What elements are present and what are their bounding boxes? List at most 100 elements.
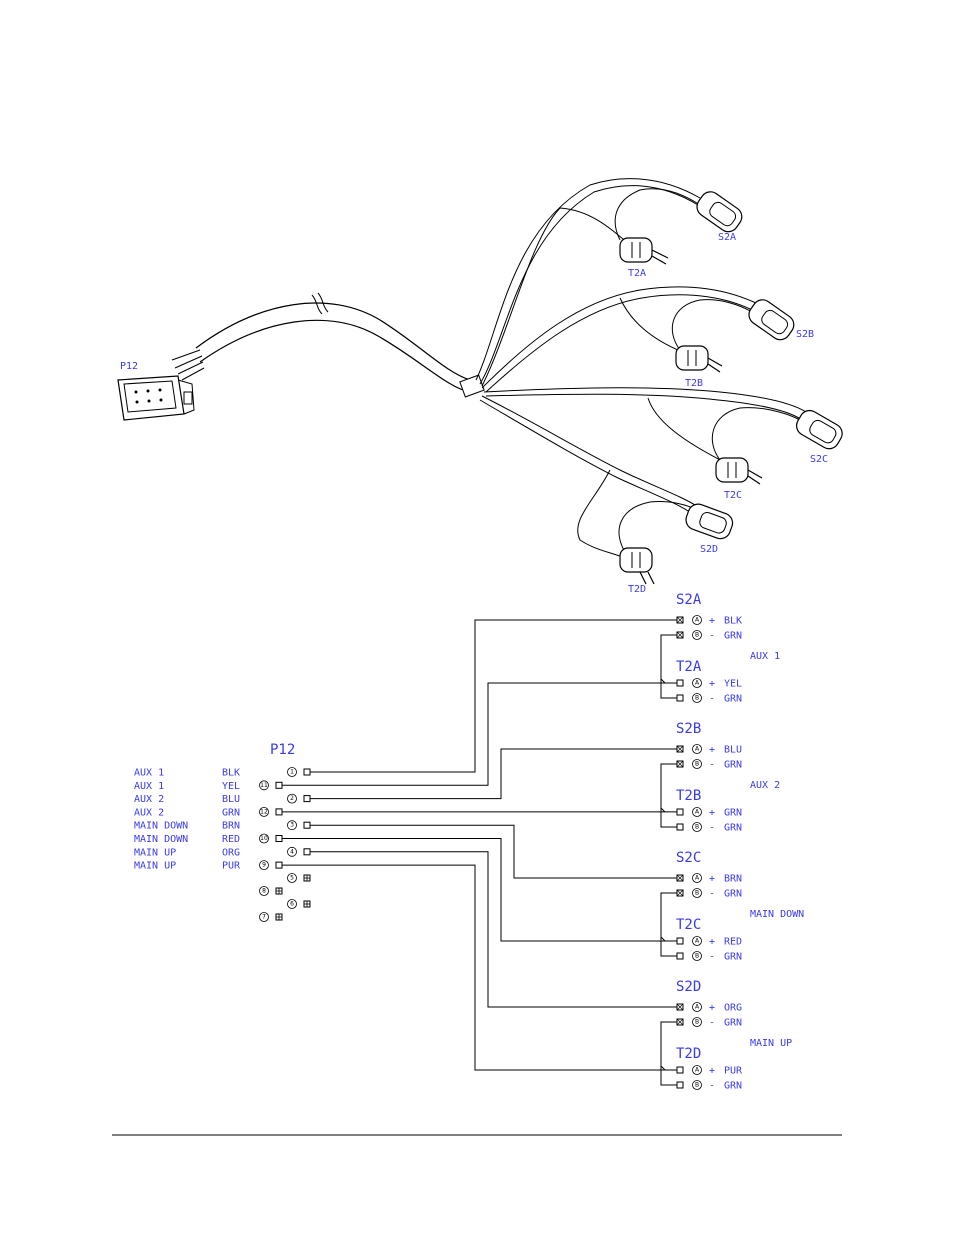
group-function-label: MAIN DOWN (750, 909, 804, 920)
p12-terminal-square (275, 808, 283, 816)
pin-letter: B (695, 695, 699, 702)
p12-pin-circle (259, 833, 269, 844)
polarity-sign: + (709, 937, 715, 948)
polarity-sign: + (709, 745, 715, 756)
t2c-connector (715, 457, 763, 485)
group-function-label: AUX 1 (750, 651, 780, 662)
signal-wire (310, 824, 677, 879)
p12-pin-circle (259, 807, 269, 817)
p12-wire-bundle (171, 349, 205, 381)
p12-pin-number: 2 (290, 795, 294, 802)
terminal-square (676, 823, 684, 831)
terminal-square (676, 937, 684, 945)
polarity-sign: - (709, 889, 715, 900)
pin-circle (692, 822, 702, 832)
polarity-sign: - (709, 760, 715, 771)
p12-pin-number: 1 (290, 769, 294, 776)
polarity-sign: - (709, 952, 715, 963)
transducer-label: T2C (676, 917, 701, 933)
p12-function-label: AUX 1 (134, 781, 164, 792)
wire-color-label: YEL (724, 679, 742, 690)
terminal-square (676, 1066, 684, 1074)
signal-wire (310, 619, 677, 773)
pin-circle (692, 693, 702, 703)
signal-wire (282, 838, 677, 942)
p12-wire-color-label: BRN (222, 821, 240, 832)
polarity-sign: + (709, 1066, 715, 1077)
t2d-connector (619, 547, 655, 585)
pin-circle (692, 1017, 702, 1027)
p12-function-label: MAIN UP (134, 847, 176, 858)
wire-color-label: GRN (724, 808, 742, 819)
p12-pin-circle (287, 873, 297, 883)
s2b-connector (748, 299, 795, 341)
pin-letter: B (695, 1019, 699, 1026)
wire-color-label: GRN (724, 760, 742, 771)
pin-letter: A (695, 809, 700, 816)
p12-plug-cross (304, 875, 310, 881)
p12-pin-circle (259, 860, 269, 870)
p12-terminal-square (303, 795, 311, 803)
p12-pin-number: 4 (290, 848, 294, 855)
pin-letter: A (695, 938, 700, 945)
terminal-square (676, 952, 684, 960)
polarity-sign: + (709, 808, 715, 819)
p12-function-label: MAIN DOWN (134, 821, 188, 832)
pin-circle (692, 1002, 702, 1012)
group-function-label: AUX 2 (750, 780, 780, 791)
polarity-sign: - (709, 631, 715, 642)
harness-trunk (199, 319, 471, 393)
trunk-break-mark (311, 292, 329, 315)
ground-bus-wire (660, 1021, 677, 1086)
terminal-x-mark (676, 874, 684, 882)
p12-pin-circle (287, 820, 297, 831)
wire-color-label: GRN (724, 1018, 742, 1029)
branch-wire (485, 393, 803, 421)
t2b-drawing-label: T2B (685, 378, 703, 389)
pin-circle (692, 678, 702, 688)
branch-wire (614, 188, 701, 241)
p12-terminal-square (303, 768, 311, 776)
harness-sheath-band (459, 374, 485, 398)
pin-letter: A (695, 1067, 700, 1074)
p12-title: P12 (270, 742, 295, 758)
sensor-label: S2C (676, 850, 701, 866)
pin-circle (692, 630, 702, 640)
pin-circle (692, 1080, 702, 1090)
polarity-sign: + (709, 679, 715, 690)
s2a-drawing-label: S2A (718, 232, 736, 243)
sensor-label: S2D (676, 979, 701, 995)
s2c-drawing-label: S2C (810, 454, 828, 465)
s2c-connector (796, 409, 843, 450)
p12-terminal-square (275, 861, 283, 869)
p12-terminal-square (303, 848, 311, 856)
wire-color-label: BLK (724, 616, 742, 627)
ground-bus-wire (660, 892, 677, 957)
t2a-drawing-label: T2A (628, 268, 646, 279)
terminal-x-mark (676, 760, 684, 768)
pin-circle (692, 759, 702, 769)
pin-letter: B (695, 1082, 699, 1089)
transducer-label: T2A (676, 659, 702, 675)
p12-pin-number: 12 (260, 808, 268, 815)
p12-pin-circle (259, 780, 269, 791)
ground-bus-wire (660, 763, 677, 828)
p12-terminal-square (275, 781, 283, 789)
branch-wire (485, 294, 757, 393)
p12-function-label: MAIN UP (134, 861, 176, 872)
t2d-drawing-label: T2D (628, 584, 646, 595)
pin-letter: A (695, 617, 700, 624)
terminal-square (676, 808, 684, 816)
pin-circle (692, 936, 702, 946)
p12-pin-circle (287, 767, 297, 777)
wire-color-label: GRN (724, 889, 742, 900)
terminal-x-mark (676, 889, 684, 897)
sensor-label: S2A (676, 592, 702, 608)
p12-wire-color-label: BLK (222, 768, 240, 779)
branch-wire (619, 297, 691, 356)
pin-circle (692, 873, 702, 883)
branch-wire (479, 399, 697, 517)
